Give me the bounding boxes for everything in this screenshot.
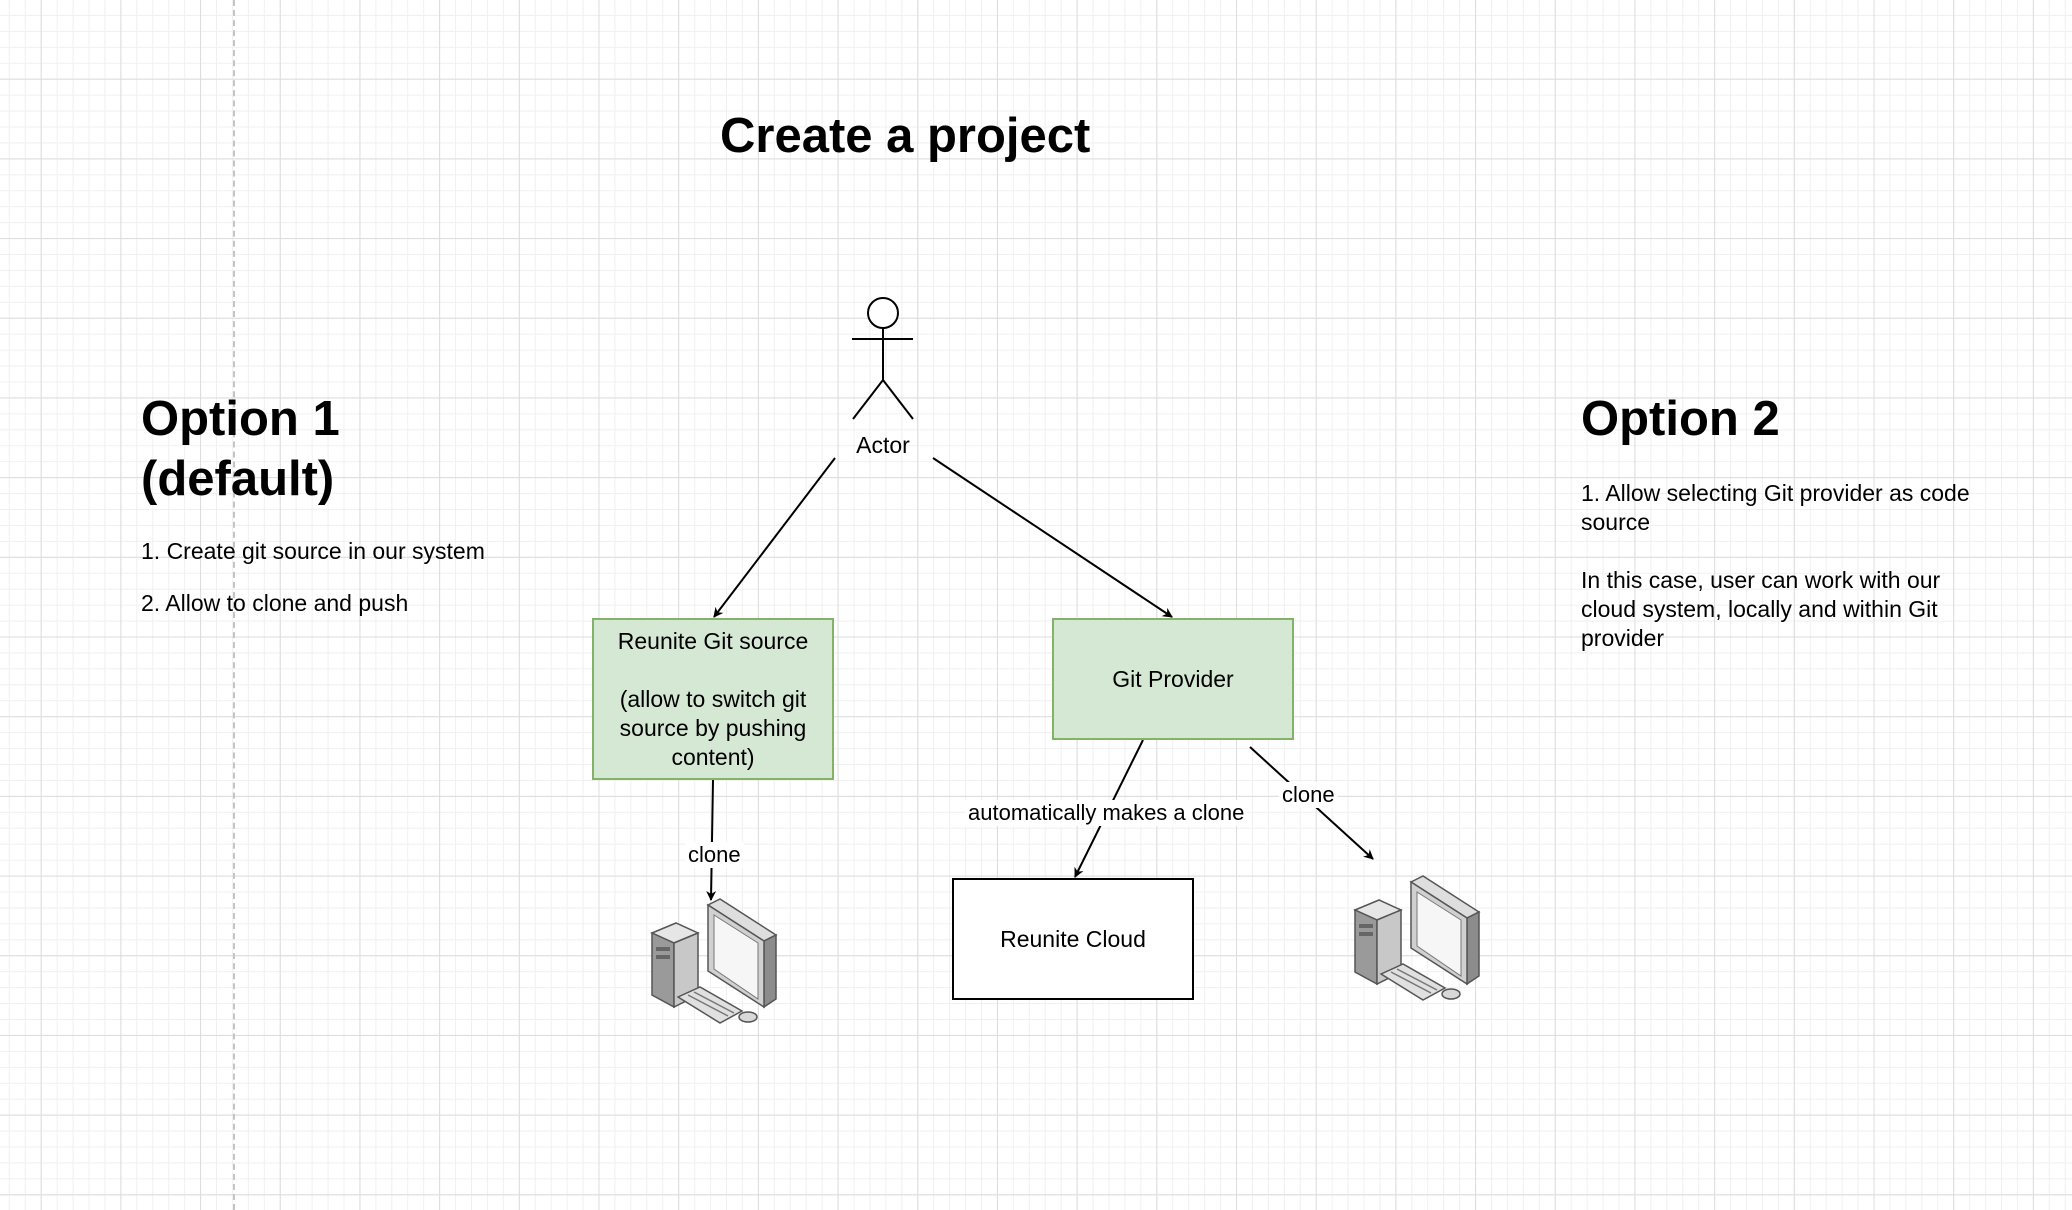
- option-1-heading-line1: Option 1: [141, 392, 340, 446]
- actor-label: Actor: [856, 432, 910, 458]
- computer-icon[interactable]: [648, 895, 778, 1025]
- edge-actor-to-git-source[interactable]: [713, 457, 836, 618]
- git-source-note: (allow to switch git source by pushing c…: [619, 685, 807, 770]
- option-2-paragraph-2: In this case, user can work with our clo…: [1581, 567, 1941, 651]
- reunite-cloud-label: Reunite Cloud: [1000, 925, 1146, 952]
- edge-label-auto-clone: automatically makes a clone: [965, 800, 1248, 826]
- edge-label-clone-git-source: clone: [685, 842, 744, 868]
- actor-icon[interactable]: [852, 297, 914, 420]
- edge-label-clone-provider: clone: [1279, 782, 1338, 808]
- reunite-cloud-node[interactable]: Reunite Cloud: [952, 878, 1194, 1000]
- page-guide-line: [233, 0, 235, 1210]
- git-provider-node[interactable]: Git Provider: [1052, 618, 1294, 740]
- page-title: Create a project: [720, 109, 1091, 163]
- option-1-item-1: 1. Create git source in our system: [141, 538, 485, 564]
- edge-actor-to-git-provider[interactable]: [932, 457, 1173, 618]
- edge-git-source-to-computer[interactable]: [706, 779, 717, 901]
- option-2-heading: Option 2: [1581, 392, 1780, 446]
- option-2-paragraph-1: 1. Allow selecting Git provider as code …: [1581, 480, 1970, 535]
- reunite-git-source-node[interactable]: Reunite Git source (allow to switch git …: [592, 618, 834, 780]
- option-1-heading-line2: (default): [141, 452, 335, 506]
- option-1-item-2: 2. Allow to clone and push: [141, 590, 409, 616]
- git-provider-label: Git Provider: [1112, 665, 1234, 692]
- computer-icon[interactable]: [1351, 872, 1481, 1002]
- git-source-title: Reunite Git source: [617, 627, 809, 654]
- option-1-heading: Option 1 (default): [141, 389, 541, 509]
